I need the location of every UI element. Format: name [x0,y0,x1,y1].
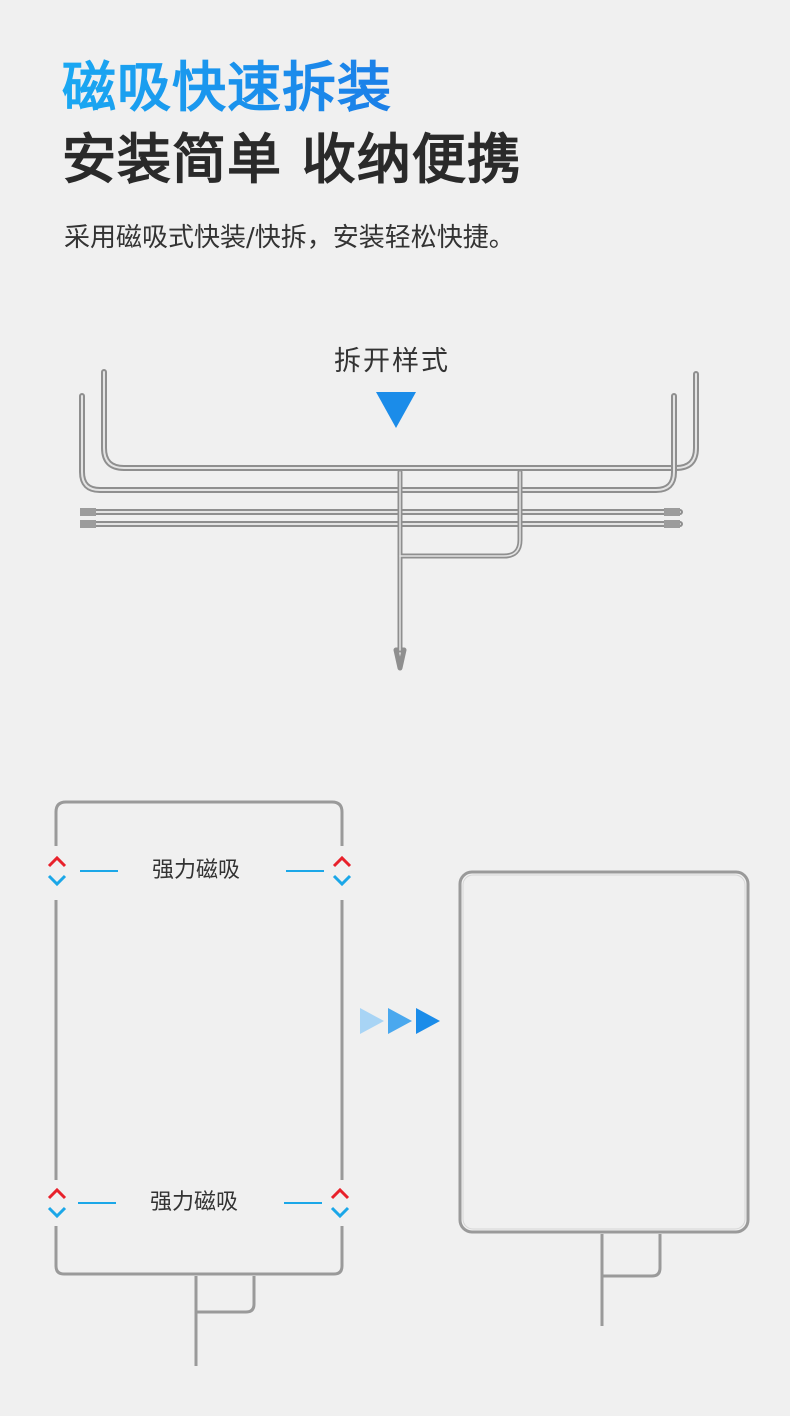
magnet-label-bottom: 强力磁吸 [150,1190,239,1215]
headline-secondary: 安装简单 收纳便携 [62,128,522,191]
headline-primary: 磁吸快速拆装 [62,52,392,124]
magnet-arrow-icon [47,1187,350,1219]
assembled-frame [458,870,750,1326]
magnet-arrow-icon [47,855,352,887]
description-text: 采用磁吸式快装/快拆，安装轻松快捷。 [64,223,515,253]
split-frame [54,800,344,1366]
lower-u-rod [79,393,677,493]
down-triangle-icon [376,392,416,428]
exploded-view-label: 拆开样式 [334,346,450,377]
magnet-label-top: 强力磁吸 [152,858,241,883]
exploded-frame-parts [79,369,699,671]
forward-arrows-icon [360,1008,440,1034]
